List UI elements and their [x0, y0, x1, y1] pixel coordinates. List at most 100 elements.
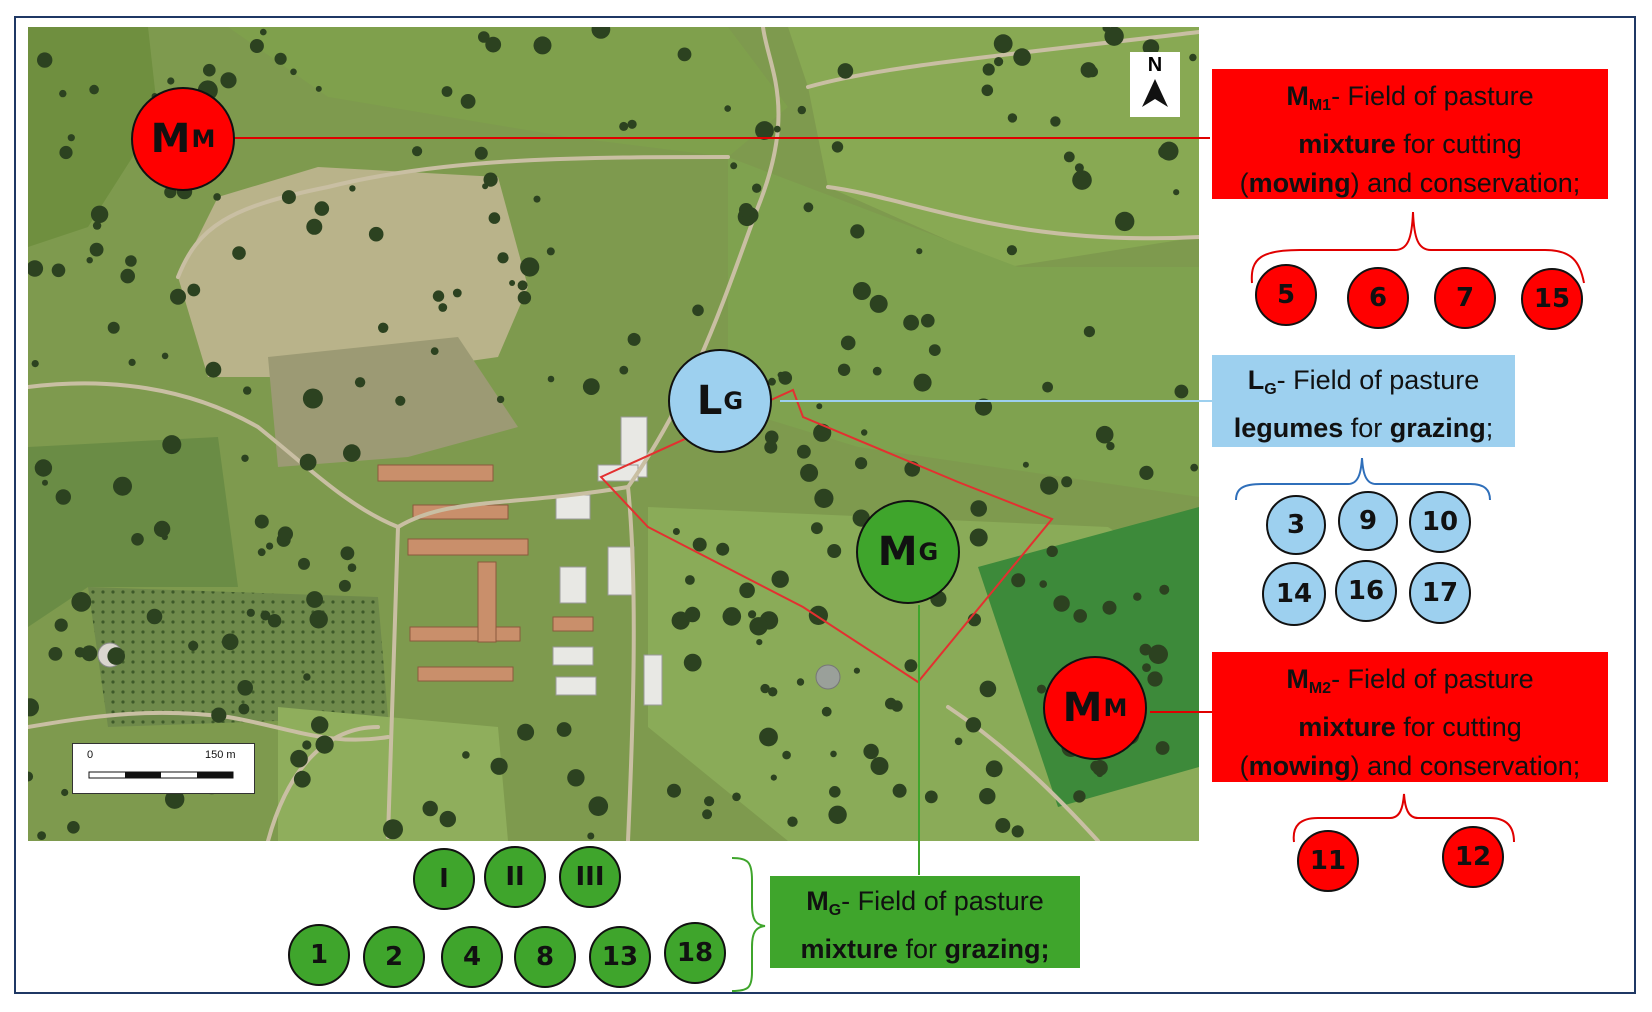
- tree-canopy: [220, 72, 237, 89]
- tree-canopy: [485, 36, 502, 53]
- tree-canopy: [533, 195, 541, 203]
- tree-canopy: [277, 526, 293, 542]
- tree-canopy: [1013, 48, 1031, 66]
- tree-canopy: [303, 673, 311, 681]
- tree-canopy: [125, 255, 137, 267]
- tree-canopy: [684, 606, 701, 623]
- tree-canopy: [232, 246, 246, 260]
- tree-canopy: [782, 750, 791, 760]
- tree-canopy: [1139, 643, 1152, 656]
- tree-canopy: [517, 723, 535, 741]
- tree-canopy: [764, 440, 778, 454]
- tree-canopy: [107, 647, 125, 665]
- plot-7: 7: [1434, 267, 1496, 329]
- tree-canopy: [311, 716, 329, 734]
- plot-13: 13: [589, 926, 651, 988]
- tree-canopy: [872, 366, 882, 376]
- tree-canopy: [1155, 741, 1170, 755]
- tree-canopy: [165, 789, 185, 809]
- tree-canopy: [42, 479, 48, 486]
- tree-canopy: [113, 476, 132, 496]
- tree-canopy: [67, 134, 75, 142]
- tree-canopy: [243, 386, 252, 395]
- tree-canopy: [213, 193, 221, 201]
- tree-canopy: [131, 533, 144, 546]
- tree-canopy: [619, 365, 629, 375]
- tree-canopy: [764, 430, 779, 445]
- scale-bar: 0 150 m: [72, 743, 255, 794]
- tree-canopy: [546, 247, 555, 256]
- tree-canopy: [260, 28, 267, 36]
- tree-canopy: [994, 57, 1004, 67]
- tree-canopy: [677, 47, 692, 62]
- tree-canopy: [314, 201, 330, 216]
- tree-canopy: [1037, 684, 1046, 694]
- tree-canopy: [760, 683, 770, 694]
- tree-canopy: [969, 528, 988, 547]
- tree-canopy: [368, 226, 384, 242]
- tree-canopy: [556, 722, 572, 737]
- tree-canopy: [28, 260, 44, 277]
- tree-canopy: [1106, 441, 1115, 451]
- tree-canopy: [1073, 609, 1087, 623]
- tree-canopy: [92, 221, 102, 230]
- tree-canopy: [349, 185, 356, 192]
- tree-canopy: [852, 282, 871, 300]
- tree-canopy: [1011, 825, 1024, 838]
- tree-canopy: [1139, 465, 1154, 480]
- legend-mm1: MM1- Field of pasture mixture for cuttin…: [1212, 69, 1608, 199]
- tree-canopy: [814, 488, 834, 508]
- tree-canopy: [128, 358, 136, 366]
- tree-canopy: [340, 546, 355, 561]
- tree-canopy: [1096, 770, 1104, 778]
- tree-canopy: [490, 757, 508, 775]
- tree-canopy: [853, 667, 861, 674]
- tree-canopy: [974, 398, 993, 416]
- tree-canopy: [904, 659, 918, 673]
- tree-canopy: [441, 86, 453, 97]
- plot-9: 9: [1338, 491, 1398, 551]
- tree-canopy: [1053, 595, 1070, 612]
- tree-canopy: [89, 242, 104, 257]
- tree-canopy: [354, 377, 366, 388]
- plot-II: II: [484, 846, 546, 908]
- tree-canopy: [462, 751, 470, 759]
- scale-end: 150 m: [205, 749, 236, 761]
- tree-canopy: [667, 783, 681, 798]
- north-label: N: [1147, 54, 1163, 76]
- tree-canopy: [739, 203, 754, 218]
- tree-canopy: [249, 39, 264, 53]
- tree-canopy: [254, 514, 269, 529]
- tree-canopy: [54, 618, 68, 632]
- tree-canopy: [1159, 584, 1170, 595]
- tree-canopy: [1061, 476, 1073, 488]
- tree-canopy: [759, 727, 778, 747]
- plot-3: 3: [1266, 495, 1326, 555]
- tree-canopy: [829, 786, 841, 798]
- tree-canopy: [306, 218, 323, 235]
- tree-canopy: [683, 653, 702, 672]
- tree-canopy: [821, 706, 832, 717]
- tree-canopy: [1040, 476, 1059, 495]
- tree-canopy: [162, 435, 182, 455]
- tree-canopy: [724, 105, 731, 112]
- tree-canopy: [1115, 211, 1135, 232]
- tree-canopy: [1022, 461, 1029, 468]
- tree-canopy: [1063, 151, 1075, 163]
- tree-canopy: [347, 563, 357, 572]
- plot-11: 11: [1297, 830, 1359, 892]
- tree-canopy: [768, 687, 778, 697]
- plot-14: 14: [1262, 562, 1326, 626]
- tree-canopy: [86, 257, 93, 264]
- tree-canopy: [1147, 671, 1163, 687]
- tree-canopy: [1073, 790, 1086, 803]
- tree-canopy: [237, 680, 253, 696]
- tree-canopy: [816, 403, 823, 410]
- tree-canopy: [203, 63, 216, 77]
- tree-canopy: [828, 805, 847, 824]
- plot-5: 5: [1255, 264, 1317, 326]
- tree-canopy: [430, 347, 439, 355]
- tree-canopy: [59, 89, 67, 98]
- tree-canopy: [59, 145, 73, 160]
